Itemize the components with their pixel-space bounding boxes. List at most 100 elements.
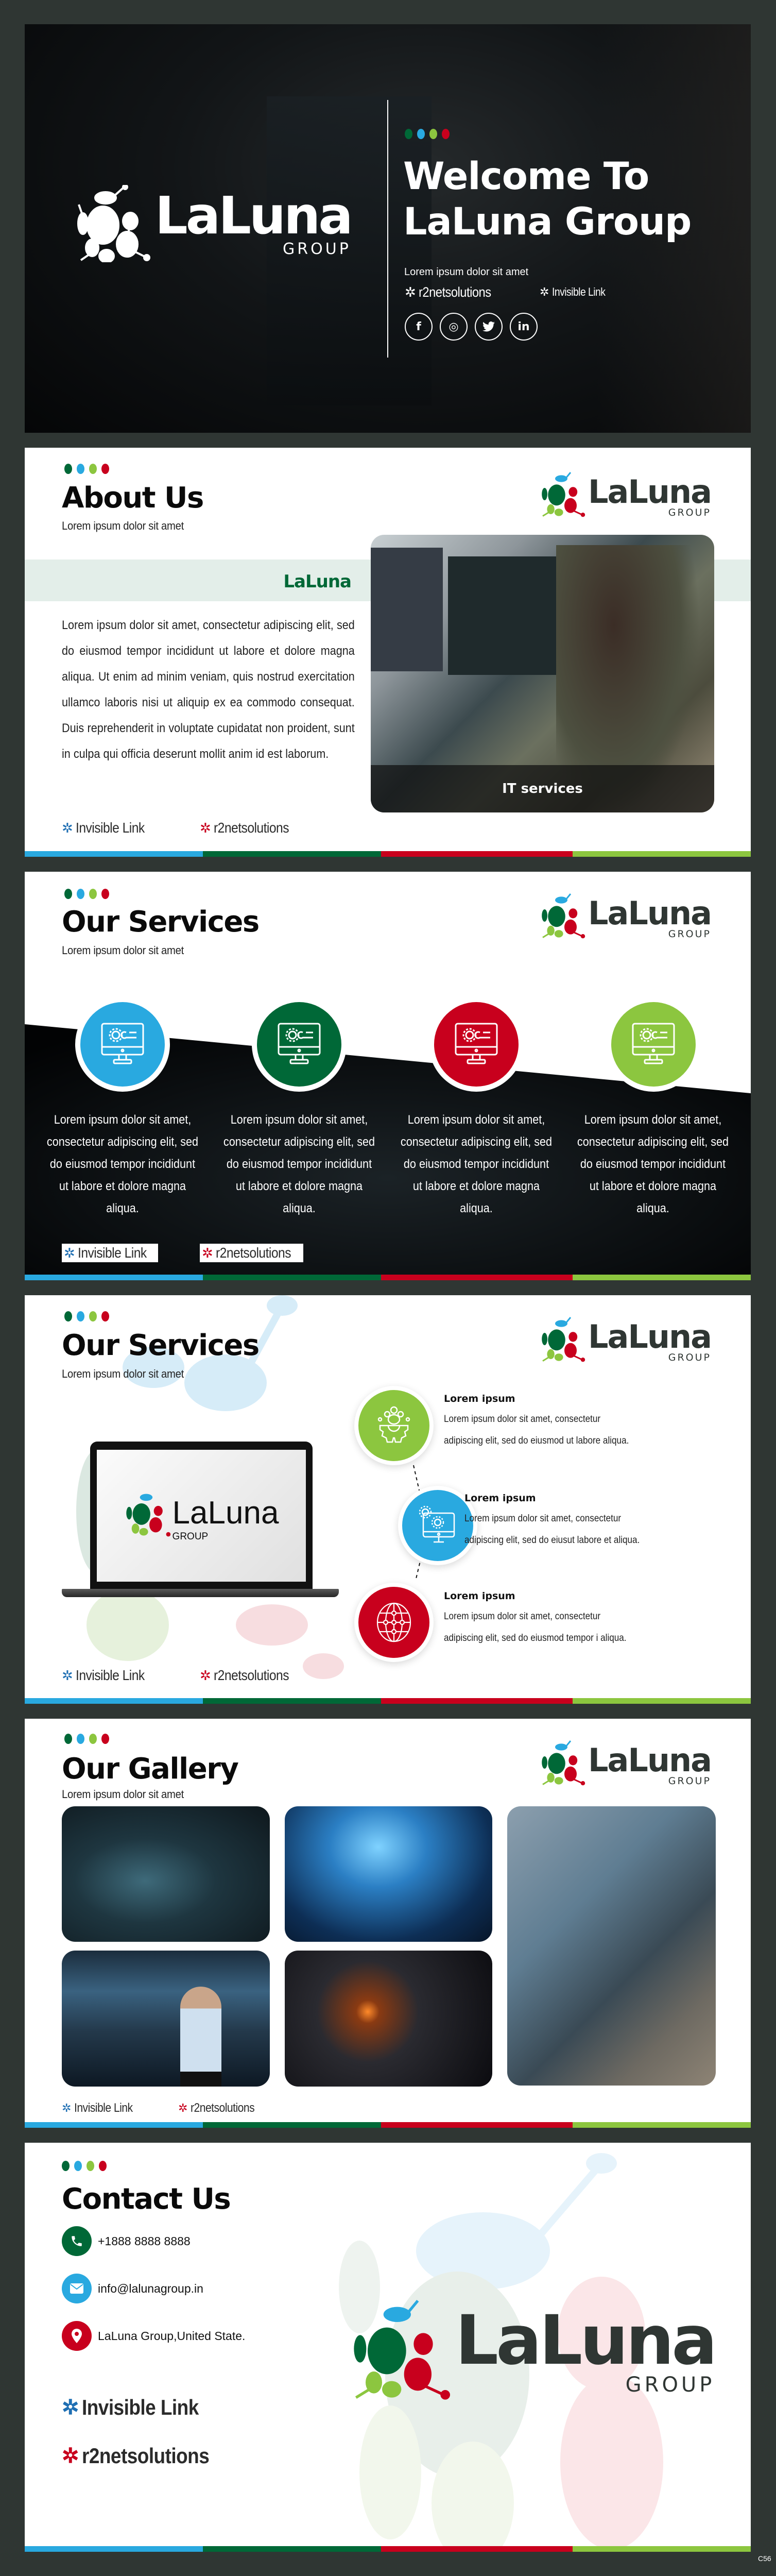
molecule-icon: ✲ <box>200 820 211 836</box>
dot-red <box>101 1734 109 1744</box>
gallery-image-4[interactable] <box>285 1951 492 2087</box>
brand-dots <box>64 1311 109 1321</box>
feature-circle-2[interactable] <box>398 1486 477 1565</box>
hero-logo: LaLuna GROUP <box>75 185 353 262</box>
services-subtitle: Lorem ipsum dolor sit amet <box>62 1367 184 1380</box>
contact-address[interactable]: LaLuna Group,United State. <box>62 2321 245 2351</box>
linkedin-icon[interactable]: in <box>510 313 538 341</box>
service-text-1: Lorem ipsum dolor sit amet, consectetur … <box>46 1113 199 1215</box>
feature-circle-3[interactable] <box>354 1583 434 1662</box>
contact-title: Contact Us <box>62 2182 231 2216</box>
team-gear-icon <box>377 1406 410 1443</box>
phone-text: +1888 8888 8888 <box>98 2234 191 2248</box>
contact-phone[interactable]: +1888 8888 8888 <box>62 2226 191 2256</box>
server-rack-background-right <box>596 24 751 433</box>
partner-invisible-link: ✲ Invisible Link <box>62 1667 145 1683</box>
dot-blue <box>77 1734 84 1744</box>
partner-invisible-link: ✲ Invisible Link <box>62 820 145 836</box>
about-title: About Us <box>62 481 204 515</box>
dot-lime <box>89 464 97 474</box>
hero-divider <box>387 100 388 358</box>
gallery-title: Our Gallery <box>62 1752 239 1786</box>
partner-r2net: ✲ r2netsolutions <box>178 2101 254 2115</box>
brand-dots <box>64 1734 109 1744</box>
gallery-image-2[interactable] <box>285 1806 492 1942</box>
monitor-left <box>371 548 443 671</box>
feature-block-1: Lorem ipsum Lorem ipsum dolor sit amet, … <box>444 1393 649 1452</box>
gallery-image-3[interactable] <box>62 1951 270 2087</box>
laluna-logo: LaLuna GROUP <box>540 892 712 940</box>
hero-title: Welcome To LaLuna Group <box>403 154 692 245</box>
dot-green <box>64 464 72 474</box>
hero-logo-group: GROUP <box>283 240 351 258</box>
laptop-base <box>62 1589 339 1597</box>
server-rack-background <box>267 96 432 405</box>
dot-blue <box>77 1311 84 1321</box>
molecule-icon: ✲ <box>64 1245 75 1261</box>
laluna-molecule-icon <box>542 1317 585 1362</box>
laluna-molecule-icon <box>126 1494 170 1536</box>
logo-wordmark: LaLuna <box>588 473 712 511</box>
molecule-icon: ✲ <box>178 2102 187 2114</box>
phone-icon <box>62 2226 92 2256</box>
partner-invisible-link: ✲ Invisible Link <box>62 2101 133 2115</box>
brand-dots <box>405 129 450 139</box>
page-label: C56 <box>758 2554 771 2563</box>
partner-r2net: ✲ r2netsolutions <box>62 2444 210 2468</box>
email-text: info@lalunagroup.in <box>98 2281 203 2295</box>
facebook-icon[interactable]: f <box>405 313 433 341</box>
laptop-screen: LaLuna GROUP <box>97 1450 306 1582</box>
dot-red <box>101 889 109 899</box>
feature-block-2: Lorem ipsum Lorem ipsum dolor sit amet, … <box>464 1493 659 1551</box>
logo-group: GROUP <box>668 1352 711 1363</box>
service-circle-3[interactable] <box>429 997 524 1092</box>
logo-group: GROUP <box>668 928 711 940</box>
molecule-icon: ✲ <box>62 2396 79 2419</box>
gallery-image-1[interactable] <box>62 1806 270 1942</box>
services-slide-1: Our Services Lorem ipsum dolor sit amet … <box>25 872 751 1280</box>
feature-circle-1[interactable] <box>354 1386 434 1465</box>
molecule-icon: ✲ <box>405 284 416 300</box>
laluna-molecule-icon <box>542 472 585 517</box>
feature-block-3: Lorem ipsum Lorem ipsum dolor sit amet, … <box>444 1590 647 1649</box>
brand-dots <box>64 889 109 899</box>
laluna-logo-large: LaLuna GROUP <box>349 2297 717 2400</box>
dot-green <box>64 889 72 899</box>
dot-red <box>101 1311 109 1321</box>
instagram-icon[interactable]: ◎ <box>440 313 468 341</box>
laluna-molecule-icon <box>77 185 150 262</box>
contact-email[interactable]: info@lalunagroup.in <box>62 2274 203 2303</box>
service-text-4: Lorem ipsum dolor sit amet, consectetur … <box>577 1113 729 1215</box>
dot-green <box>64 1311 72 1321</box>
person-silhouette <box>180 1987 221 2087</box>
twitter-icon[interactable] <box>475 313 503 341</box>
laptop-logo-group: GROUP <box>172 1531 209 1542</box>
services-slide-2: Our Services Lorem ipsum dolor sit amet … <box>25 1295 751 1704</box>
dot-red <box>442 129 450 139</box>
molecule-icon: ✲ <box>62 820 73 836</box>
logo-wordmark: LaLuna <box>455 2301 717 2380</box>
dot-red <box>101 464 109 474</box>
partner-r2net: ✲ r2netsolutions <box>200 820 289 836</box>
partner-invisible-link: ✲ Invisible Link <box>62 1244 159 1262</box>
brand-dots <box>62 2161 107 2171</box>
email-icon <box>62 2274 92 2303</box>
partner-r2net: ✲ r2netsolutions <box>200 1244 304 1262</box>
molecule-icon: ✲ <box>62 1667 73 1683</box>
dot-blue <box>74 2161 82 2171</box>
address-text: LaLuna Group,United State. <box>98 2329 246 2343</box>
service-circle-1[interactable] <box>75 997 170 1092</box>
service-circle-4[interactable] <box>606 997 701 1092</box>
logo-wordmark: LaLuna <box>588 894 712 932</box>
service-text-2: Lorem ipsum dolor sit amet, consectetur … <box>223 1113 375 1215</box>
gallery-image-5[interactable] <box>507 1806 716 2086</box>
services-subtitle: Lorem ipsum dolor sit amet <box>62 944 184 957</box>
laluna-logo: LaLuna GROUP <box>540 1316 712 1363</box>
feature-line1: Lorem ipsum dolor sit amet, consectetur <box>444 1611 601 1622</box>
partner-invisible-link: ✲ Invisible Link <box>62 2395 199 2419</box>
service-circle-2[interactable] <box>252 997 347 1092</box>
social-links: f ◎ in <box>405 313 538 341</box>
partner-r2net: ✲ r2netsolutions <box>200 1667 289 1683</box>
logo-wordmark: LaLuna <box>588 1318 712 1355</box>
dot-green <box>62 2161 70 2171</box>
